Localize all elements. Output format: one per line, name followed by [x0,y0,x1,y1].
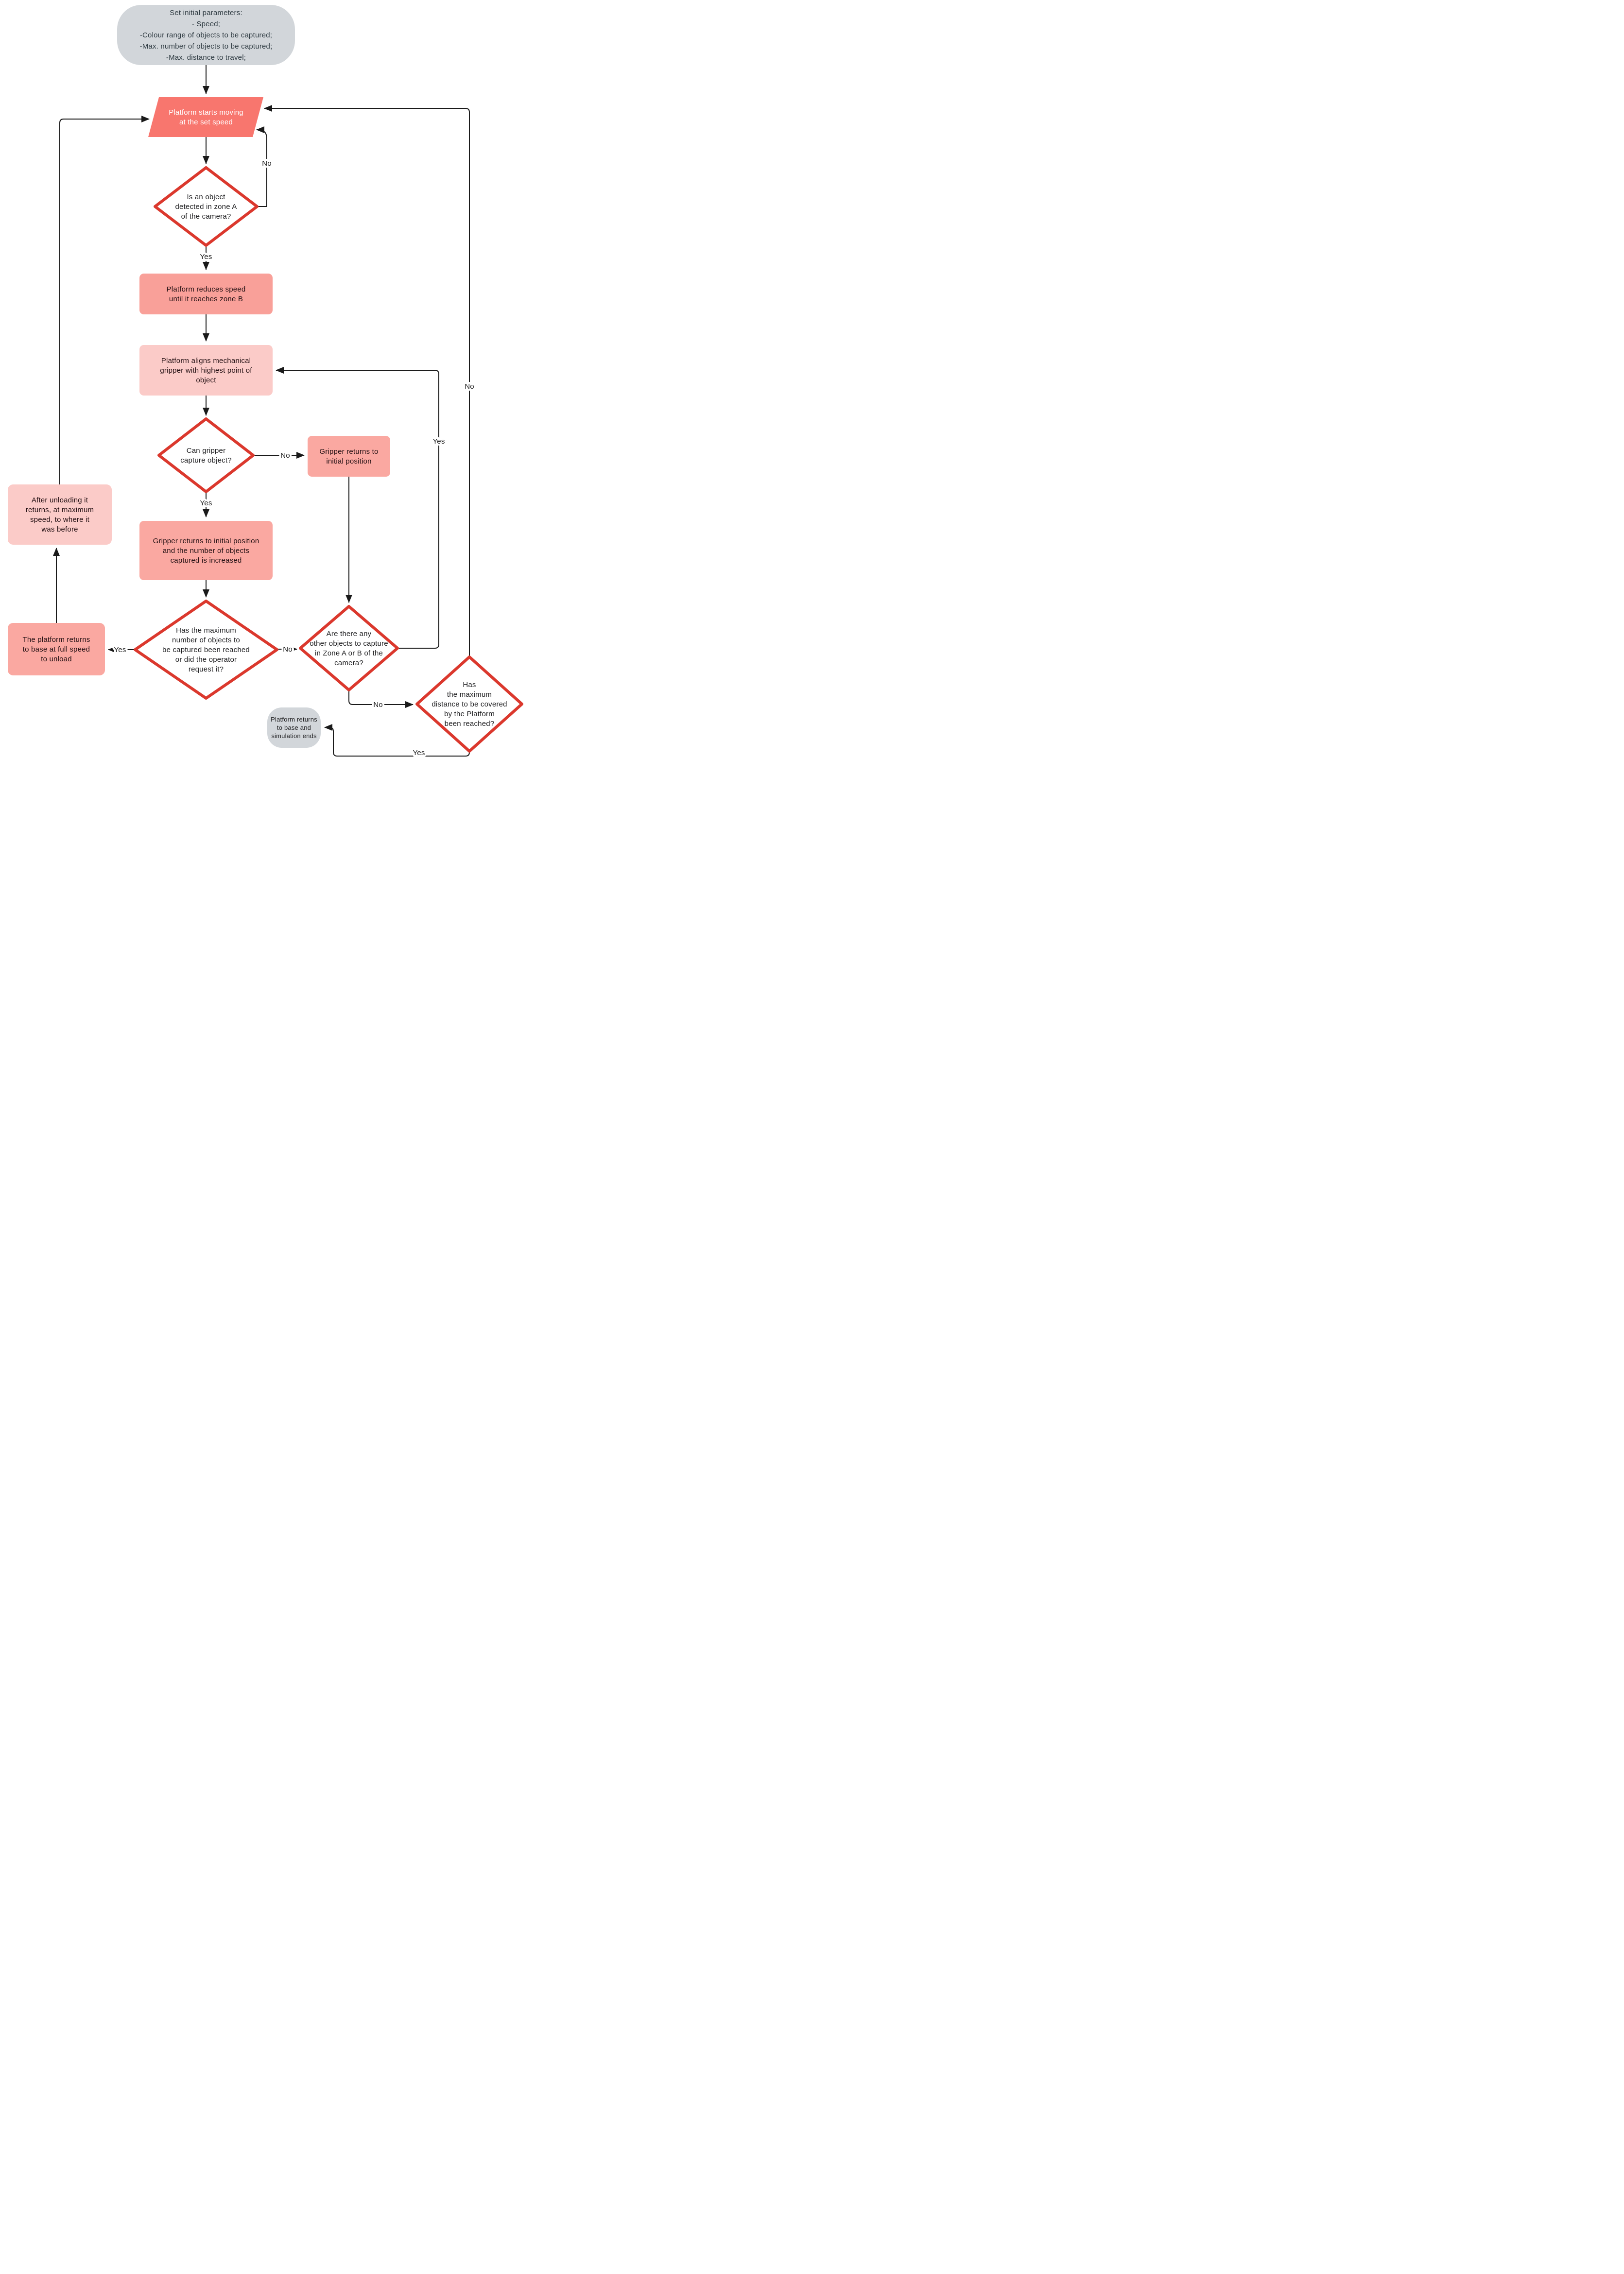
label-other-objects-no: No [373,701,383,709]
edge-detect-no-loop [256,126,267,207]
label-detect-no: No [262,159,272,168]
node-start: Set initial parameters: - Speed; -Colour… [117,5,295,65]
other-objects-line: camera? [334,659,363,667]
align-line: gripper with highest point of [160,366,252,375]
node-other-objects: Are there any other objects to capture i… [299,605,399,691]
reduce-line: until it reaches zone B [169,295,243,303]
flowchart-page: Set initial parameters: - Speed; -Colour… [0,0,541,758]
gripper-return-increment-shape [139,521,273,580]
detect-line: detected in zone A [175,203,237,211]
node-platform-return-base: The platform returns to base at full spe… [8,623,105,675]
platform-moving-line: at the set speed [179,118,233,126]
max-objects-line: be captured been reached [162,646,250,654]
max-objects-line: request it? [189,665,224,673]
end-line: Platform returns [271,716,317,723]
after-unload-line: After unloading it [32,496,88,504]
other-objects-line: Are there any [327,630,372,638]
node-gripper-return: Gripper returns to initial position [308,436,390,477]
label-max-distance-yes: Yes [413,749,425,757]
gripper-return-increment-line: captured is increased [171,556,242,565]
after-unload-line: was before [41,525,78,534]
max-distance-line: Has [463,681,476,689]
can-capture-line: Can gripper [187,447,226,455]
node-platform-moving: Platform starts moving at the set speed [148,97,263,137]
reduce-line: Platform reduces speed [167,285,246,293]
edge-after-unload-to-move [59,116,150,484]
align-gripper-shape [139,345,273,396]
gripper-return-increment-line: and the number of objects [163,547,249,555]
max-objects-shape [134,600,278,700]
after-unload-shape [8,484,112,545]
align-line: Platform aligns mechanical [161,357,251,365]
platform-moving-line: Platform starts moving [169,108,243,117]
max-objects-line: number of objects to [172,636,240,644]
gripper-return-line: Gripper returns to [319,448,378,456]
other-objects-shape [299,605,399,691]
after-unload-line: returns, at maximum [26,506,94,514]
detect-line: Is an object [187,193,225,201]
reduce-speed-shape [139,274,273,314]
other-objects-line: in Zone A or B of the [315,649,383,657]
align-line: object [196,376,216,384]
other-objects-line: other objects to capture [310,639,388,648]
node-can-capture: Can gripper capture object? [157,417,255,493]
node-max-objects-reached: Has the maximum number of objects to be … [134,600,278,700]
max-distance-line: distance to be covered [432,700,507,708]
can-capture-line: capture object? [180,456,232,465]
start-terminator-shape [117,5,295,65]
label-other-objects-yes: Yes [432,437,445,446]
detect-zone-a-shape [154,166,259,247]
platform-return-base-shape [8,623,105,675]
gripper-return-line: initial position [326,457,371,465]
label-can-capture-no: No [280,451,290,460]
platform-moving-shape [148,97,263,137]
node-gripper-return-increment: Gripper returns to initial position and … [139,521,273,580]
start-line: - Speed; [192,20,220,28]
edge-other-objects-no [348,690,414,708]
end-line: simulation ends [271,732,317,740]
node-align-gripper: Platform aligns mechanical gripper with … [139,345,273,396]
node-reduce-speed: Platform reduces speed until it reaches … [139,274,273,314]
start-line: -Max. distance to travel; [166,53,246,62]
max-objects-line: Has the maximum [176,626,236,635]
label-max-objects-no: No [283,645,293,654]
platform-return-line: The platform returns [22,636,90,644]
node-max-distance-reached: Has the maximum distance to be covered b… [415,655,523,753]
max-distance-line: by the Platform [444,710,495,718]
gripper-return-shape [308,436,390,477]
node-after-unload: After unloading it returns, at maximum s… [8,484,112,545]
start-line: -Colour range of objects to be captured; [140,31,272,39]
node-end: Platform returns to base and simulation … [267,707,321,748]
can-capture-shape [157,417,255,493]
edge-other-objects-yes [276,367,439,649]
edge-labels: No Yes No Yes Yes No Yes No No Yes [112,157,476,758]
end-line: to base and [277,724,311,731]
start-line: -Max. number of objects to be captured; [140,42,273,51]
max-objects-line: or did the operator [175,655,237,664]
gripper-return-increment-line: Gripper returns to initial position [153,537,259,545]
label-detect-yes: Yes [200,253,212,261]
start-line: Set initial parameters: [170,9,242,17]
label-max-distance-no: No [465,382,474,391]
flowchart: Set initial parameters: - Speed; -Colour… [8,5,523,758]
max-distance-line: the maximum [447,690,492,699]
label-can-capture-yes: Yes [200,499,212,507]
node-detect-zone-a: Is an object detected in zone A of the c… [154,166,259,247]
edge-max-distance-no-loop [264,105,470,657]
label-max-objects-yes: Yes [114,646,126,654]
platform-return-line: to unload [41,655,72,663]
platform-return-line: to base at full speed [23,645,90,654]
max-distance-line: been reached? [445,720,495,728]
edge-max-distance-yes [324,724,470,757]
end-terminator-shape [267,707,321,748]
edges [53,65,470,757]
detect-line: of the camera? [181,212,231,221]
after-unload-line: speed, to where it [30,516,90,524]
max-distance-shape [415,655,523,753]
